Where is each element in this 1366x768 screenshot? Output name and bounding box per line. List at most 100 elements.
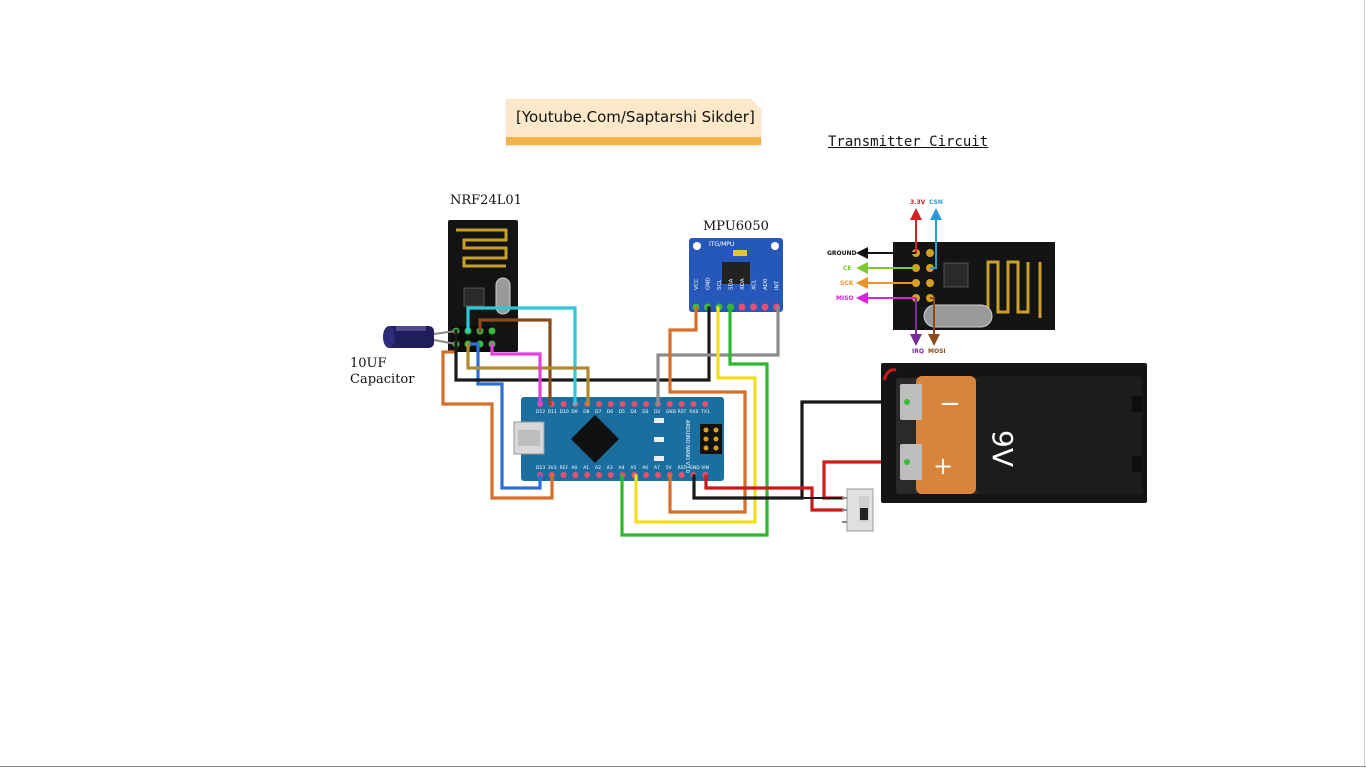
nano-pin-label: D3	[642, 409, 648, 415]
mpu-pin-label: SCL	[717, 279, 723, 290]
wire-green	[620, 306, 769, 537]
nano-pin-label: A3	[607, 465, 613, 471]
nano-pin-label: RST	[678, 409, 687, 415]
nano-pin-label: A5	[630, 465, 636, 471]
nano-pin	[560, 472, 567, 478]
nano-pin-label: D9	[571, 409, 577, 415]
nano-pin	[678, 472, 685, 478]
nano-pin-label: A0	[571, 465, 577, 471]
battery-plus: +	[933, 452, 953, 480]
pinout-label-csn: CSN	[929, 199, 943, 206]
nano-pin-label: D4	[630, 409, 636, 415]
nano-pin	[655, 472, 661, 478]
nano-pin	[572, 472, 579, 478]
nano-pin-label: D7	[595, 409, 601, 415]
wires	[441, 306, 906, 537]
nano-pin	[702, 401, 709, 407]
wire-magenta	[490, 342, 542, 406]
pinout-label-ground: GROUND	[827, 250, 857, 257]
diagram-title: Transmitter Circuit	[828, 134, 989, 150]
capacitor	[383, 326, 457, 348]
mpu-board-text: ITG/MPU	[709, 241, 734, 248]
capacitor-label-line2: Capacitor	[350, 372, 415, 387]
pinout-antenna-trace	[986, 260, 1042, 318]
mpu-pin-label: INT	[775, 280, 781, 290]
nano-pin-label: RST	[678, 465, 687, 471]
nano-pin-label: D12	[536, 409, 545, 415]
nrf-label: NRF24L01	[450, 193, 522, 208]
nano-pin	[596, 401, 602, 407]
wire-cyan	[466, 306, 577, 406]
nano-pin-label: 3V3	[548, 465, 557, 471]
mpu-pin-label: SDA	[729, 278, 735, 290]
nrf-pin-header	[452, 326, 496, 352]
note-band	[506, 137, 761, 145]
mpu-pin-label: AD0	[763, 278, 769, 290]
nano-pin	[607, 401, 614, 407]
right-border	[1364, 0, 1365, 768]
battery-label: 9V	[986, 430, 1019, 467]
wire-black-gnd-nrf	[454, 306, 711, 382]
nano-pin-label: D11	[548, 409, 557, 415]
nano-pin	[631, 401, 638, 407]
battery-9v: − + 9V	[881, 363, 1147, 503]
pinout-label-ce: CE	[843, 265, 852, 272]
nano-pin	[596, 472, 602, 478]
wire-brown	[478, 318, 552, 406]
nano-pin	[584, 472, 591, 478]
pinout-label-irq: IRQ	[912, 348, 924, 355]
wire-blue	[466, 342, 542, 490]
nano-pin-label: D5	[619, 409, 625, 415]
mpu-pin-label: GND	[706, 277, 712, 290]
nano-pin-label: A6	[642, 465, 648, 471]
wire-olive	[466, 342, 590, 406]
nrf24l01-module	[448, 220, 518, 352]
nano-pin	[690, 401, 697, 407]
nrf-chip	[463, 287, 485, 307]
slide-switch[interactable]	[842, 488, 874, 532]
mpu6050-module: ITG/MPU VCC GND SCL SDA XDA XCL AD0 INT	[689, 238, 783, 312]
wire-red-vin	[704, 474, 844, 512]
nano-pin-label: D6	[607, 409, 613, 415]
nano-pin-label: 5V	[666, 465, 673, 471]
battery-minus: −	[939, 389, 961, 419]
wire-black-battery	[692, 400, 906, 500]
nano-pin-label: TX1	[700, 409, 710, 415]
nrf-crystal	[495, 277, 511, 315]
nano-pin-label: A4	[619, 465, 625, 471]
mpu-pin-label: XDA	[740, 278, 746, 290]
sticky-note: [Youtube.Com/Saptarshi Sikder]	[506, 99, 761, 145]
nano-board-text: ARDUINO NANO V3.0	[684, 420, 690, 473]
nano-pin	[643, 401, 650, 407]
nano-pin-label: RX0	[689, 409, 698, 415]
nano-pin-label: REF	[560, 465, 569, 471]
nano-pin-label: D2	[654, 409, 660, 415]
nano-pin-label: D10	[560, 409, 569, 415]
mpu-label: MPU6050	[703, 219, 769, 234]
nano-pin	[560, 401, 567, 407]
mpu-pin	[761, 303, 769, 311]
mpu-pin-label: VCC	[694, 278, 700, 290]
pinout-label-3v3: 3.3V	[910, 199, 926, 206]
nano-pin	[607, 472, 614, 478]
pinout-label-sck: SCK	[840, 280, 854, 287]
pinout-label-mosi: MOSI	[928, 348, 946, 355]
nano-pin	[643, 472, 650, 478]
nrf-pinout-diagram: 3.3V CSN GROUND CE SCK MISO IRQ MOSI	[827, 199, 1055, 355]
nano-pin-label: GND	[689, 465, 700, 471]
nano-pin	[666, 401, 673, 407]
nano-pin-label: GND	[666, 409, 677, 415]
capacitor-label-line1: 10UF	[350, 356, 387, 371]
icsp-header	[700, 424, 722, 454]
wire-orange-vcc	[441, 342, 554, 500]
wire-orange-mpu	[668, 306, 747, 514]
nano-pin	[619, 401, 626, 407]
mpu-pin-label: XCL	[752, 279, 758, 290]
mpu-pin	[750, 303, 757, 311]
nano-pin-label: A7	[654, 465, 660, 471]
pinout-label-miso: MISO	[836, 295, 854, 302]
wire-yellow	[634, 306, 757, 524]
nano-pin-label: A2	[595, 465, 601, 471]
